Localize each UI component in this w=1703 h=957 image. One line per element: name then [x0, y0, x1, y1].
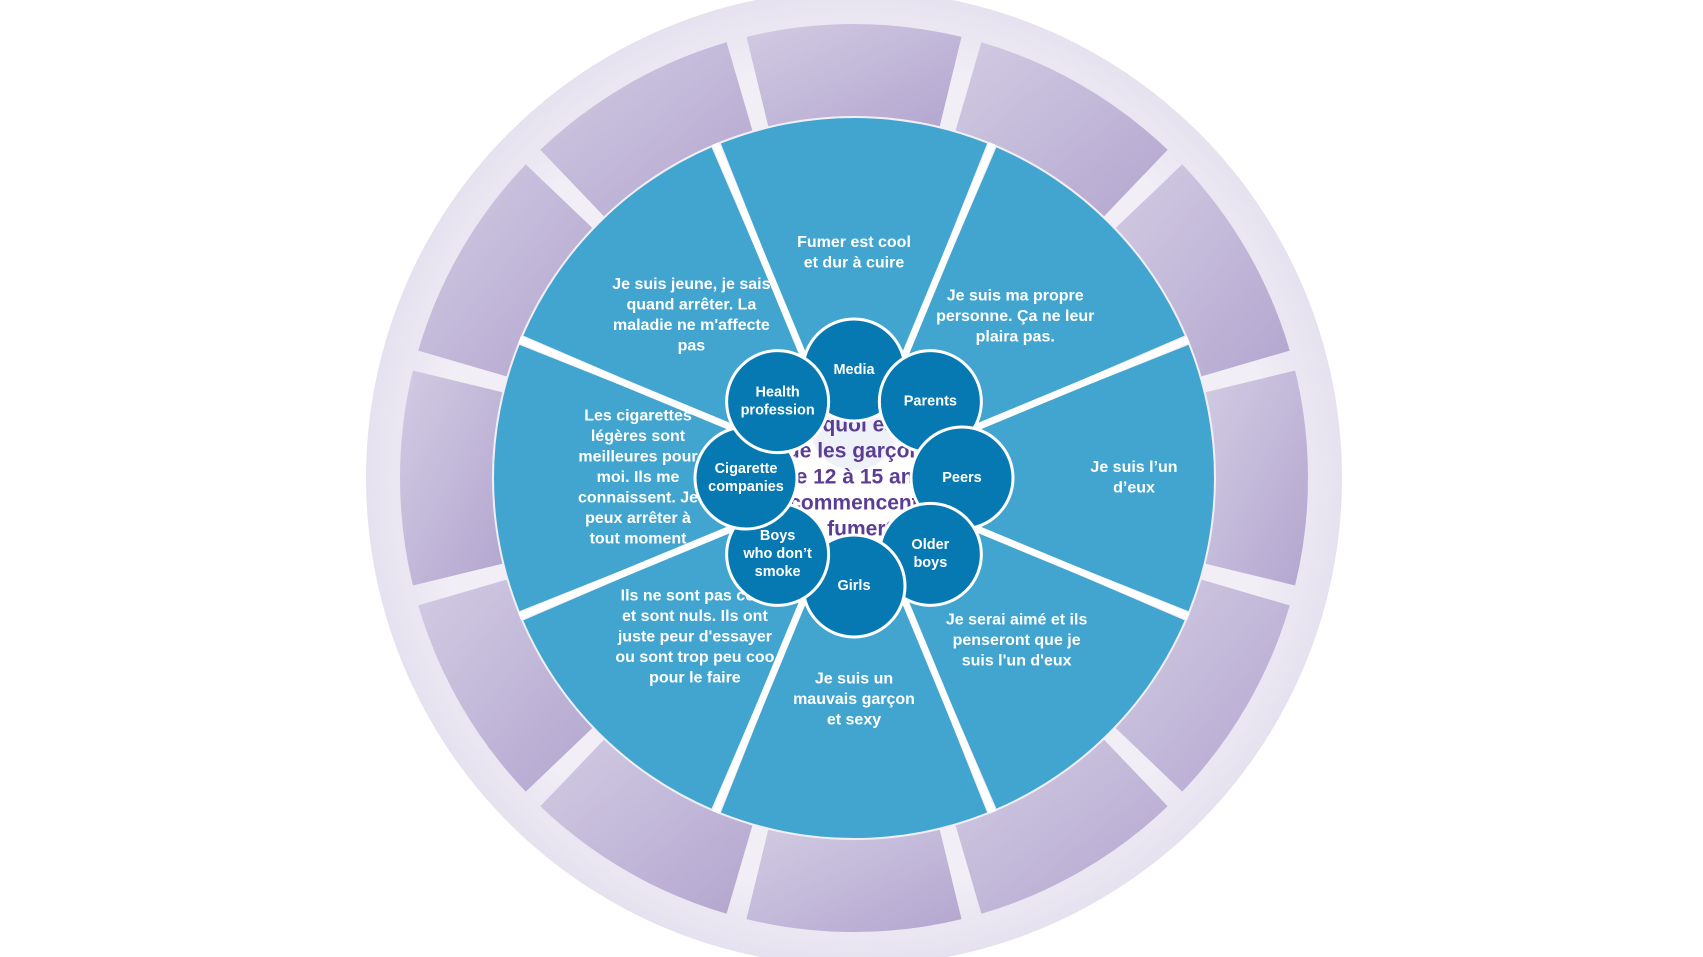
influencer-circle	[725, 349, 831, 455]
influencer-label: Cigarette companies	[708, 461, 784, 495]
influencer-label: Older boys	[911, 537, 949, 571]
belief-line: et dur à cuire	[804, 254, 905, 271]
belief-line: penseront que je	[953, 632, 1081, 649]
outer-ring-piece	[540, 42, 753, 217]
belief-line: pour le faire	[649, 669, 741, 686]
belief-line: plaira pas.	[976, 328, 1055, 345]
influencer-line: companies	[708, 479, 784, 495]
influencer-node: Boys who don’t smoke	[725, 501, 831, 607]
belief-line: et sexy	[827, 712, 881, 729]
belief-line: ou sont trop peu coo	[615, 649, 774, 666]
outer-ring-piece	[1205, 370, 1308, 586]
outer-ring-piece	[955, 739, 1168, 914]
belief-line: Je suis ma propre	[947, 287, 1084, 304]
outer-ring	[400, 24, 1308, 933]
belief-segment	[494, 344, 773, 612]
outer-ring-piece	[418, 164, 593, 377]
belief-line: pas	[678, 337, 706, 354]
belief-text: Les cigarettes légères sont meilleures pou…	[578, 408, 698, 548]
outer-ring-piece	[400, 370, 503, 586]
belief-line: tout moment	[590, 531, 688, 548]
belief-line: mauvais garçon	[793, 691, 915, 708]
outer-ring-piece	[1115, 164, 1290, 377]
influencer-line: smoke	[755, 564, 801, 580]
belief-line: Je suis l’un	[1090, 459, 1177, 476]
belief-line: peux arrêter à	[585, 510, 691, 527]
influencer-line: Parents	[904, 393, 957, 409]
influencer-line: Health	[755, 384, 799, 400]
influencer-line: who don’t	[742, 546, 812, 562]
belief-line: meilleures pour	[578, 449, 697, 466]
center-question-line: à fumer?	[810, 518, 899, 541]
belief-line: Je suis jeune, je sais	[612, 276, 770, 293]
center-question-line: que les garçons	[774, 440, 934, 463]
influencer-label: Boys who don’t smoke	[742, 528, 812, 580]
belief-text: Fumer est cool et dur à cuire	[797, 234, 911, 272]
belief-text: Je serai aimé et ils penseront que je suis…	[946, 611, 1088, 669]
belief-segment	[720, 559, 988, 838]
outer-ring-piece	[746, 829, 962, 933]
influencer-line: Girls	[837, 578, 870, 594]
center-question-line: commencent	[789, 492, 919, 515]
influencer-line: Boys	[760, 528, 795, 544]
belief-text: Je suis l’un d’eux	[1090, 459, 1177, 497]
influencer-node: Health profession	[725, 349, 831, 455]
belief-segment	[720, 117, 988, 397]
outer-ring-piece	[540, 739, 753, 914]
outer-ring-piece	[955, 42, 1168, 217]
influencer-line: Peers	[942, 470, 982, 486]
belief-line: Je suis un	[815, 671, 893, 688]
belief-line: juste peur d'essayer	[617, 628, 772, 645]
belief-line: légères sont	[591, 428, 686, 445]
belief-line: personne. Ça ne leur	[936, 308, 1094, 325]
belief-line: connaissent. Je	[578, 490, 698, 507]
influencer-line: Older	[911, 537, 949, 553]
influencer-label: Girls	[837, 578, 870, 594]
belief-text: Je suis jeune, je sais quand arrêter. La m…	[612, 276, 770, 355]
belief-line: Les cigarettes	[584, 408, 692, 425]
influencer-label: Media	[833, 362, 875, 378]
center-question-line: de 12 à 15 ans	[783, 466, 925, 489]
belief-line: Fumer est cool	[797, 234, 911, 251]
influencer-line: boys	[913, 555, 947, 571]
belief-text: Je suis ma propre personne. Ça ne leur pla…	[936, 287, 1094, 345]
belief-text: Je suis un mauvais garçon et sexy	[793, 671, 915, 729]
outer-ring-piece	[746, 24, 962, 127]
influencer-line: Media	[833, 362, 875, 378]
belief-line: Je serai aimé et ils	[946, 611, 1088, 628]
outer-ring-piece	[1115, 579, 1290, 792]
influencer-line: Cigarette	[715, 461, 778, 477]
belief-line: Ils ne sont pas cool	[621, 587, 769, 604]
belief-line: maladie ne m'affecte	[613, 317, 770, 334]
belief-text: Ils ne sont pas cool et sont nuls. Ils on…	[615, 587, 774, 686]
belief-segment	[935, 344, 1214, 612]
influencer-label: Health profession	[741, 384, 815, 418]
influencer-line: profession	[741, 402, 815, 418]
belief-line: d’eux	[1113, 479, 1155, 496]
influencer-label: Peers	[942, 470, 982, 486]
belief-line: quand arrêter. La	[626, 296, 756, 313]
influencer-label: Parents	[904, 393, 957, 409]
outer-ring-piece	[418, 579, 593, 792]
belief-line: suis l'un d'eux	[962, 652, 1072, 669]
belief-line: et sont nuls. Ils ont	[622, 608, 768, 625]
belief-line: moi. Ils me	[597, 469, 680, 486]
